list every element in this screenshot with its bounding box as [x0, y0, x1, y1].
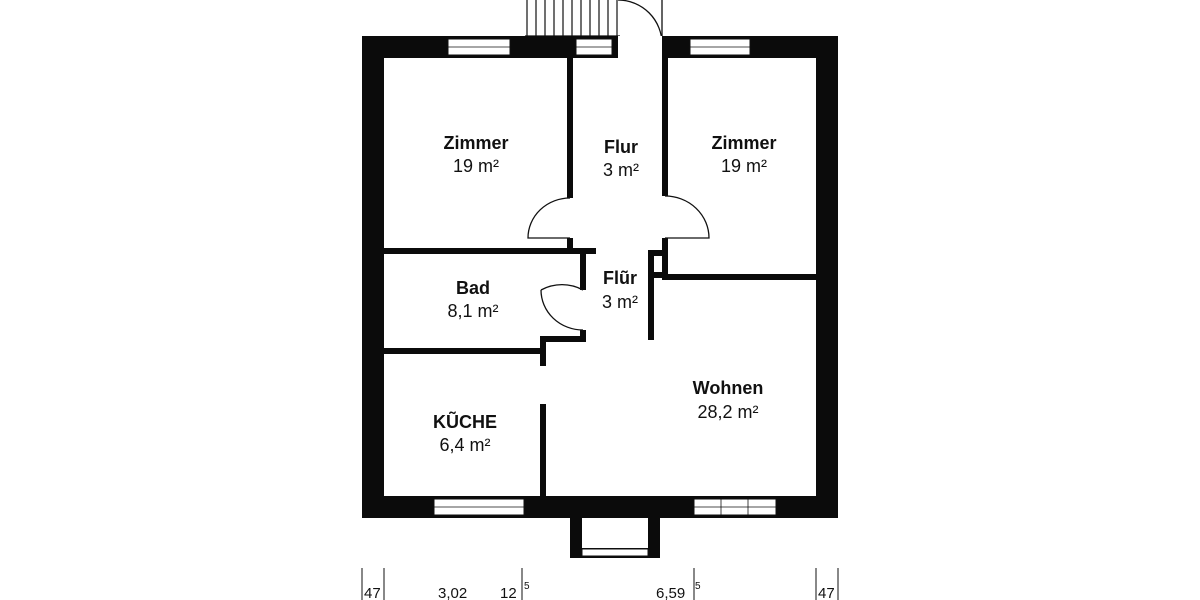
room-area-bad: 8,1 m² [447, 301, 498, 321]
dimension-label-wall-right: 47 [818, 585, 835, 600]
dimension-label-inner-wall: 12 [500, 585, 517, 600]
door-swings [527, 195, 710, 331]
dimension-ticks [361, 568, 839, 600]
room-name-flur-top: Flur [604, 137, 638, 157]
window-panes [434, 46, 776, 515]
door-swing-zimmer-right [664, 195, 710, 239]
room-name-flur-mid: Flũr [603, 268, 637, 288]
dimension-labels: 47 3,02 12 5 6,59 5 47 [364, 581, 835, 600]
outer-walls [362, 36, 838, 558]
room-name-bad: Bad [456, 278, 490, 298]
room-area-flur-mid: 3 m² [602, 292, 638, 312]
dimension-label-inner-wall-sup: 5 [524, 581, 530, 592]
dimension-label-kueche: 3,02 [438, 585, 467, 600]
room-name-zimmer-left: Zimmer [443, 133, 508, 153]
door-swing-zimmer-left [527, 197, 571, 239]
room-area-zimmer-left: 19 m² [453, 156, 499, 176]
room-name-wohnen: Wohnen [693, 378, 764, 398]
room-name-kueche: KŨCHE [433, 411, 497, 432]
room-name-zimmer-right: Zimmer [711, 133, 776, 153]
room-area-kueche: 6,4 m² [439, 435, 490, 455]
room-area-zimmer-right: 19 m² [721, 156, 767, 176]
room-area-wohnen: 28,2 m² [697, 402, 758, 422]
room-area-flur-top: 3 m² [603, 160, 639, 180]
dimension-label-wall-left: 47 [364, 585, 381, 600]
door-swing-bad [540, 284, 584, 331]
window-bay [581, 548, 649, 557]
dimension-label-wohnen: 6,59 [656, 585, 685, 600]
entrance-stairs [525, 0, 620, 37]
entrance-door-opening [618, 36, 662, 58]
room-labels: Zimmer 19 m² Flur 3 m² Zimmer 19 m² Bad … [433, 133, 777, 455]
interior-walls [384, 44, 816, 496]
dimension-label-wohnen-sup: 5 [695, 581, 701, 592]
